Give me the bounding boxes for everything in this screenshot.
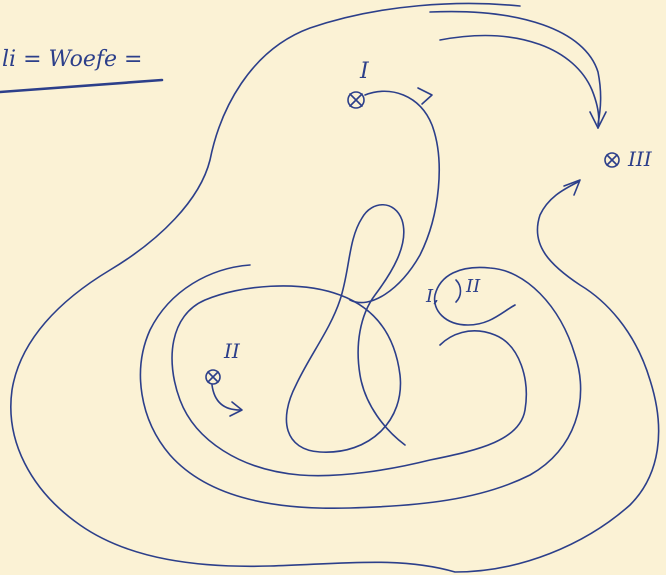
label-inner-II: II xyxy=(465,276,481,297)
inner-label-bracket xyxy=(455,279,462,303)
heading-underline xyxy=(0,78,164,94)
middle-loop-curve xyxy=(139,264,582,510)
source-marker-icon xyxy=(347,91,365,109)
label-source-I: I xyxy=(359,59,370,84)
label-source-III: III xyxy=(627,147,653,171)
arrowhead-icon xyxy=(563,179,581,196)
label-inner-I: I, xyxy=(425,286,439,307)
inner-loop-curve xyxy=(171,204,527,477)
heading-text: li = Woefe = xyxy=(2,47,142,72)
outer-boundary-curve xyxy=(10,2,660,573)
label-source-II: II xyxy=(223,339,241,363)
strand-from-source-II xyxy=(211,384,241,411)
source-marker-icon xyxy=(205,369,221,385)
arrowhead-icon xyxy=(229,401,243,417)
arrowhead-icon xyxy=(417,87,433,105)
strand-from-source-I xyxy=(349,90,440,304)
arrowhead-icon xyxy=(589,111,607,129)
source-marker-icon xyxy=(604,152,620,168)
strand-to-source-III xyxy=(439,34,600,129)
